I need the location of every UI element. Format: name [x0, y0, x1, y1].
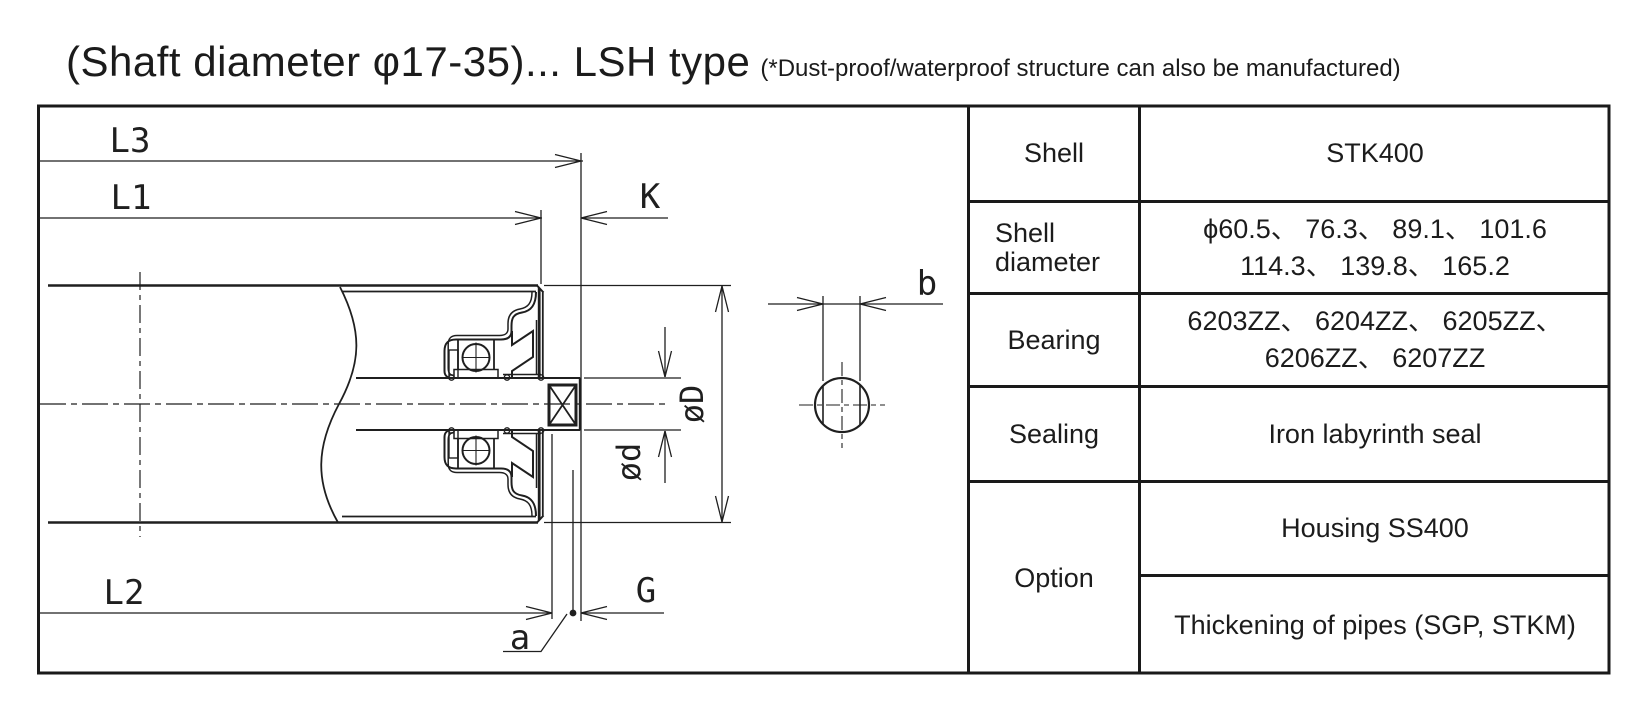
- spec-label-bearing: Bearing: [970, 295, 1141, 388]
- spec-label-shell: Shell: [970, 106, 1141, 203]
- dimension-labels: L3 L1 K L2 G a b øD ød: [104, 121, 938, 658]
- center-lines: [40, 272, 668, 537]
- spec-label-option: Option: [970, 483, 1141, 673]
- spec-label-sealing: Sealing: [970, 388, 1141, 483]
- spec-value-option-housing: Housing SS400: [1141, 483, 1609, 577]
- drawing-border: [37, 104, 1611, 675]
- dim-label-a: a: [510, 618, 530, 658]
- spec-value-bearing: 6203ZZ、 6204ZZ、 6205ZZ、 6206ZZ、 6207ZZ: [1141, 295, 1609, 388]
- shaft-key-section: [547, 383, 578, 427]
- dim-label-k: K: [640, 177, 661, 217]
- dim-label-phi-d: ød: [610, 443, 648, 482]
- spec-label-shell-diameter: Shell diameter: [970, 203, 1141, 295]
- spec-value-option-thickening: Thickening of pipes (SGP, STKM): [1174, 609, 1576, 640]
- bearing: [448, 339, 499, 379]
- arrowheads: [514, 153, 887, 621]
- dim-label-l1: L1: [111, 178, 152, 218]
- dimension-dot: [569, 609, 577, 617]
- page-title-note: (*Dust-proof/waterproof structure can al…: [760, 55, 1401, 82]
- spec-table: Shell STK400 Shell diameter ϕ60.5、 76.3、…: [967, 106, 1609, 673]
- roller-cross-section: [46, 284, 582, 524]
- a-leader: [503, 613, 568, 653]
- dim-label-g: G: [636, 571, 656, 611]
- shaft-section-circle: [813, 376, 871, 434]
- dim-label-l3: L3: [110, 121, 151, 161]
- pipe-break-line: [320, 286, 358, 523]
- page-title: (Shaft diameter φ17-35)... LSH type (*Du…: [66, 38, 1401, 86]
- dim-label-b: b: [917, 264, 937, 304]
- dim-label-phi-D: øD: [673, 385, 711, 424]
- spec-value-sealing: Iron labyrinth seal: [1141, 388, 1609, 483]
- dimension-annotations: [38, 153, 943, 653]
- spec-value-shell-diameter: ϕ60.5、 76.3、 89.1、 101.6 114.3、 139.8、 1…: [1141, 203, 1609, 295]
- dim-label-l2: L2: [104, 573, 145, 613]
- spec-value-shell: STK400: [1141, 106, 1609, 203]
- shaft-section-view: [799, 362, 885, 448]
- labyrinth-seal: [503, 320, 541, 378]
- page-title-main: (Shaft diameter φ17-35)... LSH type: [66, 38, 751, 85]
